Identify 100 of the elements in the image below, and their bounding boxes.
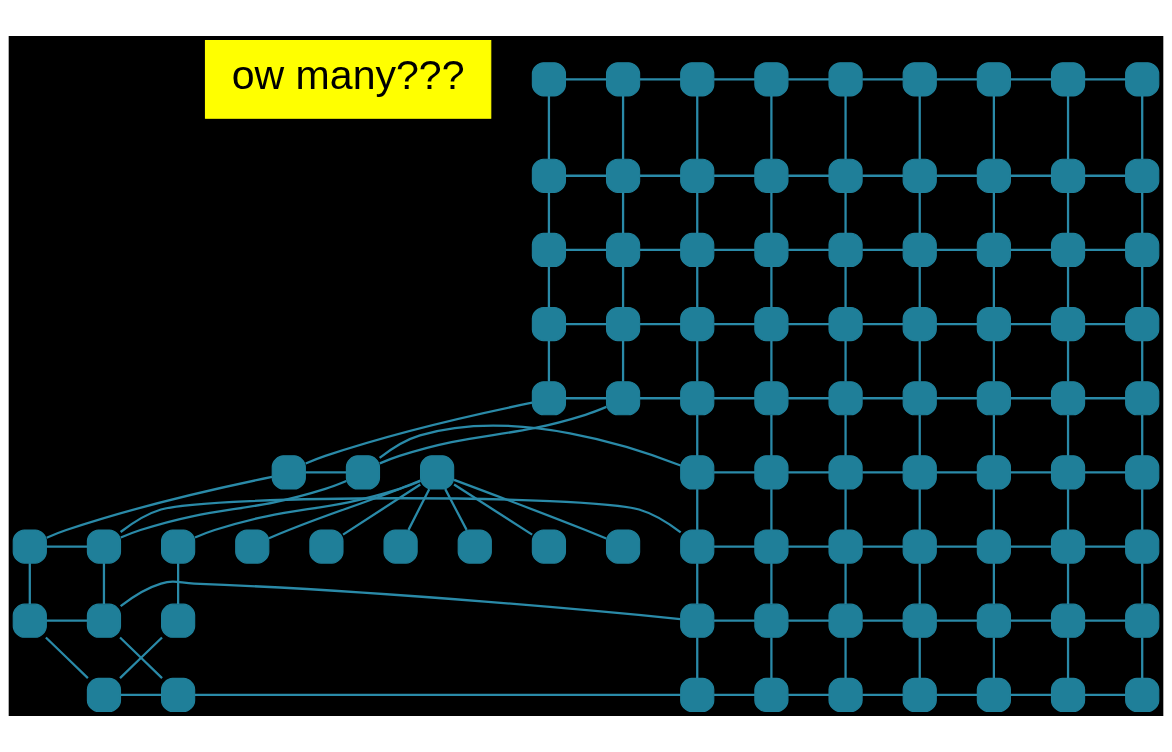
node-box [161,677,196,712]
connector [1010,619,1052,622]
connector [639,78,681,81]
connector [788,471,829,474]
connector [714,471,755,474]
node-box [680,603,715,638]
connector [862,693,904,697]
connector [547,266,551,308]
connector [788,78,829,81]
connector [565,397,607,400]
node-box [309,529,344,564]
node-box [1125,381,1160,416]
node-box [161,529,196,564]
node-box [605,529,641,564]
node-box [828,62,863,97]
connector [992,340,996,382]
connector [1066,340,1070,382]
connector [936,471,978,474]
connector [1066,192,1070,234]
node-box [383,529,418,564]
connector [714,545,755,548]
connector [268,479,421,540]
node-box [531,232,567,268]
connector [1010,471,1052,474]
connector [639,322,681,326]
connector [379,405,607,465]
node-box [1050,603,1086,638]
node-box [1050,381,1086,416]
connector [844,96,847,160]
connector [992,637,996,679]
node-box [902,381,937,416]
connector [1141,96,1144,160]
node-box [754,455,789,490]
node-box [1125,677,1160,712]
connector [305,471,347,474]
node-box [457,529,492,564]
node-box [680,381,715,416]
connector [1066,489,1070,530]
connector [547,96,551,160]
connector [1010,322,1052,326]
connector [453,483,533,536]
connector [770,415,773,456]
connector [770,266,773,308]
node-box [161,603,196,638]
connector [714,248,755,252]
connector [45,636,89,679]
connector [46,475,273,539]
connector [1066,96,1070,160]
connector [696,192,699,234]
node-box [1125,232,1160,268]
connector [862,248,904,252]
node-box [754,381,789,416]
connector [918,266,921,308]
connector [844,266,847,308]
node-box [828,677,863,712]
connector [1066,637,1070,679]
node-box [902,232,937,268]
connector [696,489,699,530]
connector [639,397,681,400]
connector [862,78,904,81]
connector [862,397,904,400]
connector [936,322,978,326]
connector [1084,619,1126,622]
connector [788,619,829,622]
connector [1010,174,1052,177]
node-box [605,158,641,193]
connector [844,489,847,530]
connector [696,563,699,605]
connector [1084,397,1126,400]
node-box [531,62,567,97]
connector [788,174,829,177]
connector [918,96,921,160]
node-box [680,306,715,342]
node-box [828,455,863,490]
connector [621,340,625,382]
connector [770,192,773,234]
node-box [902,158,937,193]
connector [862,471,904,474]
connector [1084,174,1126,177]
connector [714,619,755,622]
node-box [902,529,937,564]
connector [547,340,551,382]
connector [1084,322,1126,326]
connector [918,563,921,605]
node-box [680,455,715,490]
connector [1084,471,1126,474]
node-box [605,306,641,342]
connector [565,322,607,326]
connector [407,488,431,531]
connector [1010,545,1052,548]
connector [936,397,978,400]
connector [1010,693,1052,697]
node-box [754,677,789,712]
node-box [86,529,122,564]
connector [1066,415,1070,456]
connector [1141,340,1144,382]
connector [844,563,847,605]
connector [547,192,551,234]
connector [770,96,773,160]
connector [696,340,699,382]
